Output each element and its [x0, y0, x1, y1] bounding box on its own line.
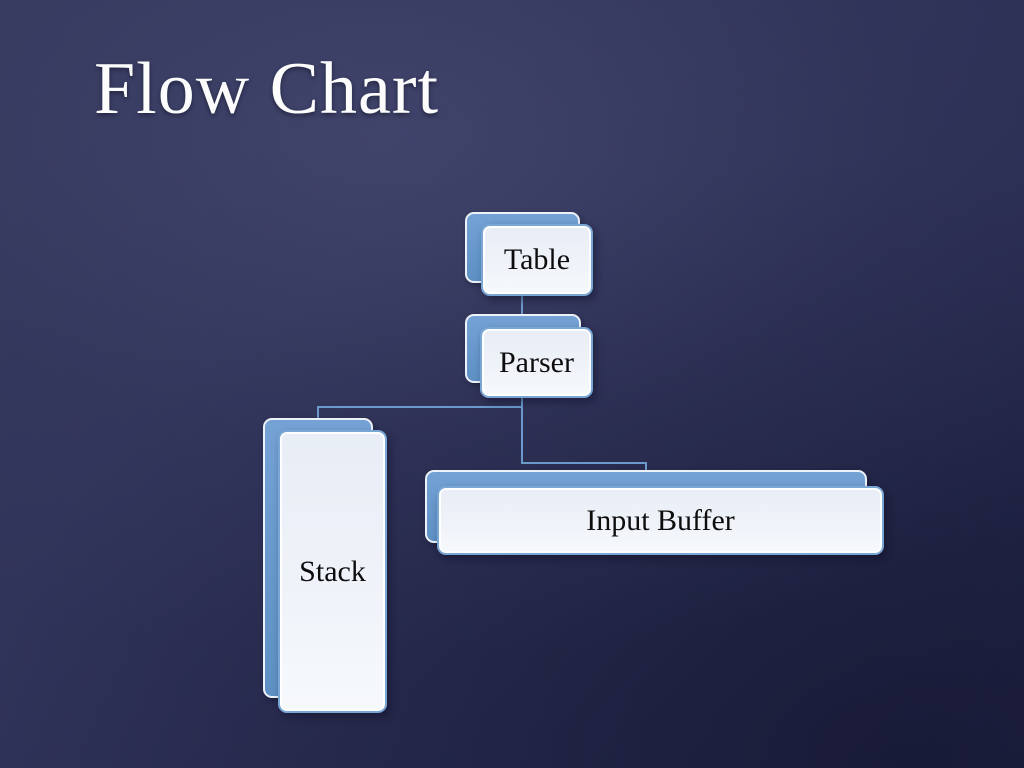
- node-input-buffer-front-panel: Input Buffer: [437, 486, 884, 555]
- slide-title: Flow Chart: [94, 48, 440, 130]
- connector-parser-to-stack: [317, 406, 523, 408]
- connector-input-buffer-drop: [645, 462, 647, 472]
- connector-parser-to-input-buffer: [521, 462, 647, 464]
- connector-stack-drop: [317, 406, 319, 419]
- node-table-label: Table: [503, 243, 571, 276]
- node-input-buffer-label: Input Buffer: [586, 503, 735, 537]
- node-parser-label: Parser: [499, 345, 574, 379]
- node-parser-front-panel: Parser: [480, 327, 593, 398]
- node-stack-label: Stack: [299, 554, 366, 588]
- connector-parser-stem: [521, 396, 523, 464]
- node-table-front-panel: Table: [481, 224, 593, 296]
- node-stack-front-panel: Stack: [278, 430, 387, 713]
- connector-table-to-parser: [521, 294, 523, 316]
